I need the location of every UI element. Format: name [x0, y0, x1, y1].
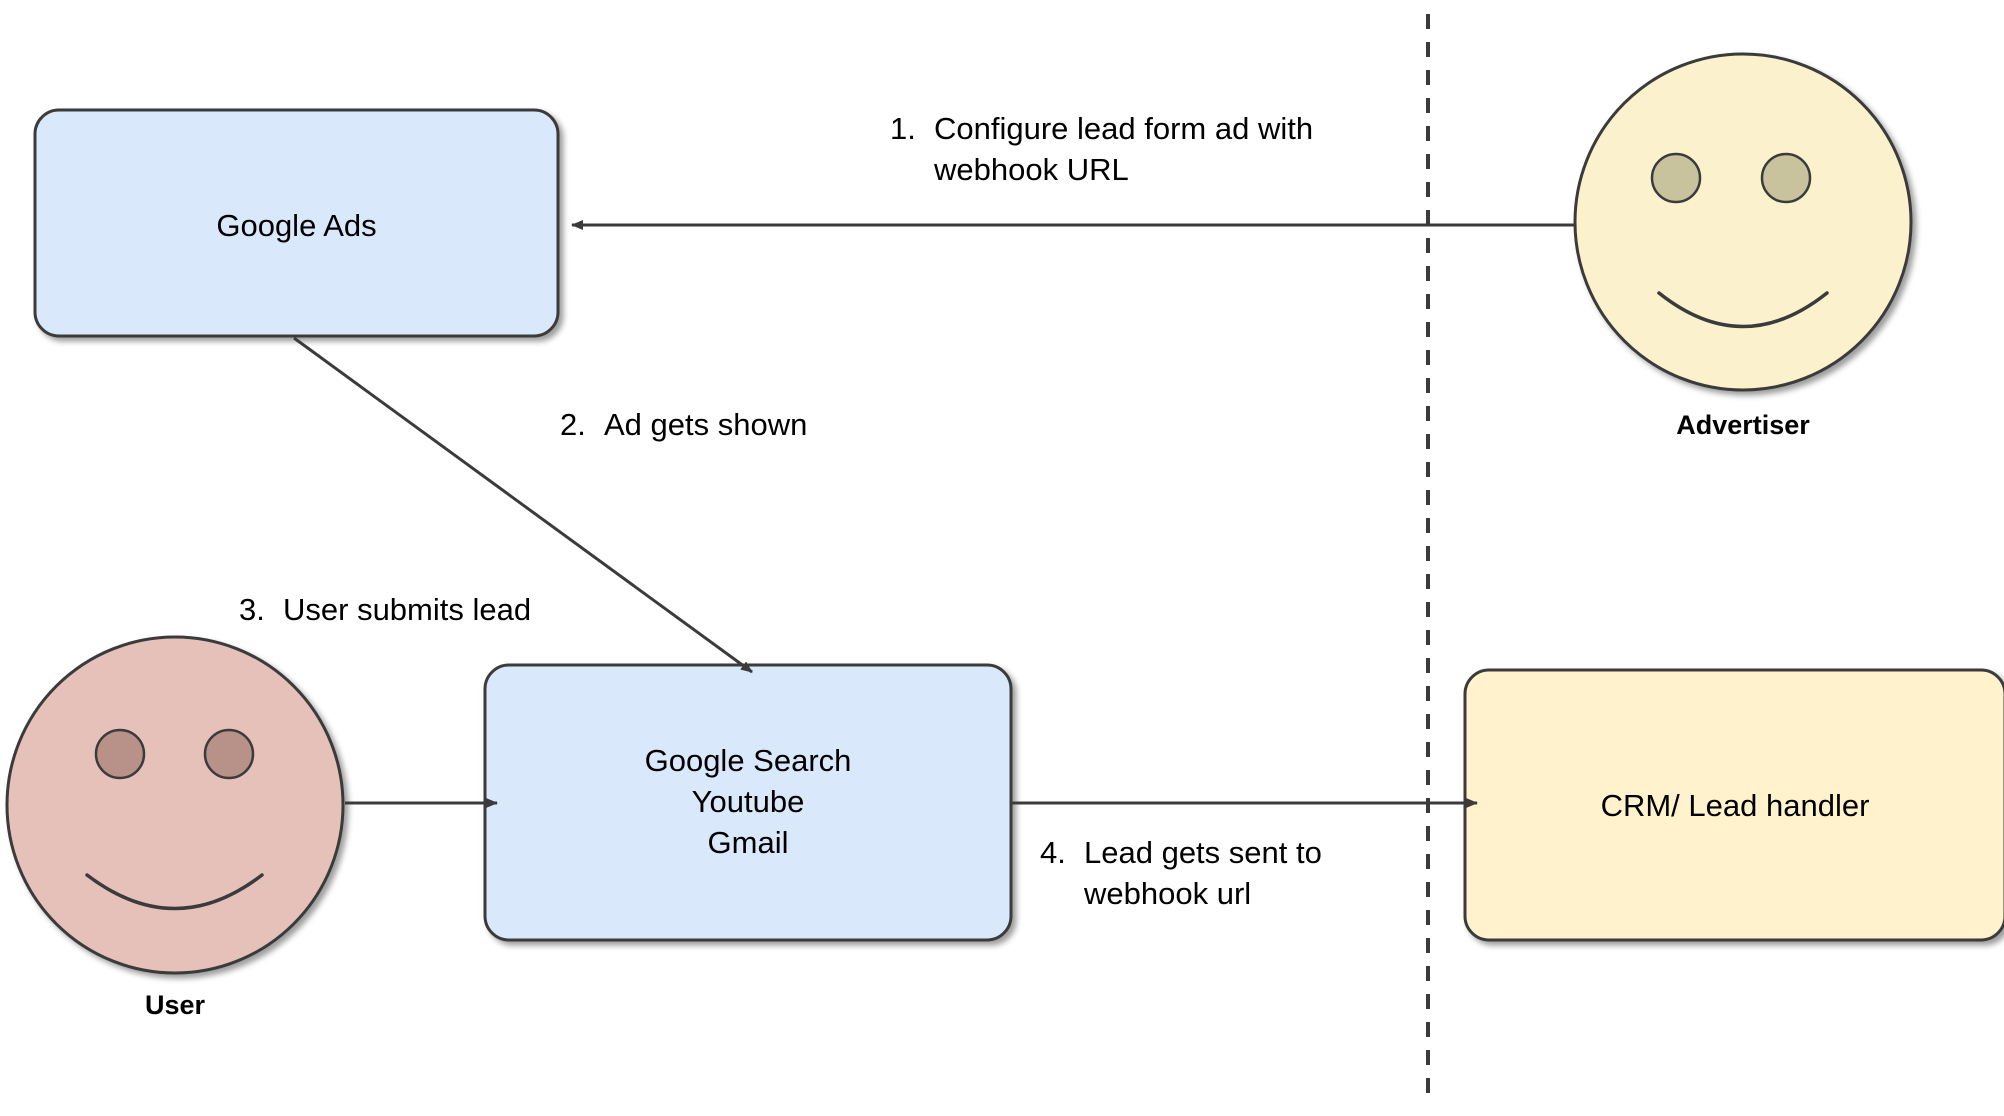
- edge-4-text: Lead gets sent to webhook url: [1084, 835, 1322, 911]
- actor-user-shape[interactable]: [5, 635, 345, 975]
- edge-4-label: 4. Lead gets sent to webhook url: [1040, 832, 1440, 914]
- actor-advertiser-shape[interactable]: [1573, 52, 1913, 392]
- node-crm-lead-handler-shape[interactable]: [1463, 668, 2004, 942]
- advertiser-smile-icon: [1657, 291, 1829, 329]
- advertiser-right-eye-icon: [1760, 152, 1812, 204]
- edge-2-arrow: [293, 336, 753, 674]
- actor-advertiser-label: Advertiser: [1676, 410, 1810, 440]
- edge-2-label: 2. Ad gets shown: [560, 404, 980, 445]
- user-left-eye-icon: [94, 728, 146, 780]
- edge-1-label: 1. Configure lead form ad with webhook U…: [890, 108, 1390, 190]
- edge-3-text: User submits lead: [283, 592, 532, 627]
- node-google-surfaces-shape[interactable]: [483, 663, 1013, 942]
- edge-2-text: Ad gets shown: [604, 407, 808, 442]
- user-smile-icon: [85, 873, 264, 911]
- node-google-ads-shape[interactable]: [33, 108, 560, 338]
- advertiser-left-eye-icon: [1650, 152, 1702, 204]
- edge-4-number: 4.: [1040, 835, 1066, 870]
- edge-1-number: 1.: [890, 111, 916, 146]
- actor-user-label: User: [144, 990, 206, 1020]
- edge-3-number: 3.: [239, 592, 265, 627]
- user-right-eye-icon: [203, 728, 255, 780]
- edge-3-label: 3. User submits lead: [239, 589, 659, 630]
- edge-2-number: 2.: [560, 407, 586, 442]
- edge-1-text: Configure lead form ad with webhook URL: [934, 111, 1314, 187]
